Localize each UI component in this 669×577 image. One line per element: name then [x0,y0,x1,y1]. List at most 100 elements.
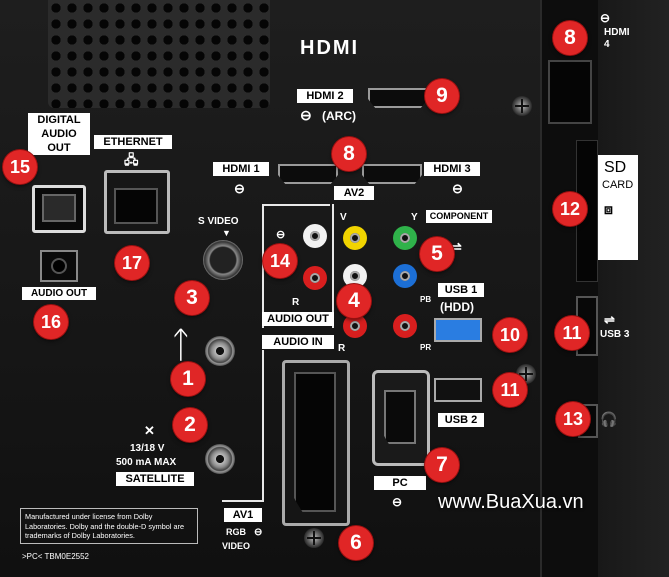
badge-8-center: 8 [332,137,366,171]
model-number: >PC< TBM0E2552 [22,552,90,561]
usb-2-label: USB 2 [438,413,484,427]
usb-2-port[interactable] [434,378,482,402]
badge-16: 16 [34,305,68,339]
hdmi-2-port[interactable] [368,88,428,108]
badge-8-right: 8 [553,21,587,55]
audio-out-l-icon: ⊖ [276,229,286,241]
pc-input-icon: ⊖ [392,495,403,509]
hdmi-logo: HDMI [300,37,360,59]
hdmi-4-input-icon: ⊖ [600,11,611,25]
digital-audio-out-label: DIGITAL AUDIO OUT [28,113,90,155]
headphone-icon: 🎧 [600,411,618,427]
av1-input-icon: ⊖ [254,527,263,538]
network-icon: 🖧 [124,152,139,167]
av1-label: AV1 [224,508,262,522]
badge-17: 17 [115,246,149,280]
badge-6: 6 [339,526,373,560]
hdmi-2-label: HDMI 2 [297,89,353,103]
badge-14: 14 [263,244,297,278]
badge-11-right: 11 [555,316,589,350]
satellite-dish-icon: ✕ [144,423,155,438]
sd-card-panel [598,155,638,260]
usb-1-label: USB 1 [438,283,484,297]
usb-1-icon: ⇌ [450,239,462,255]
antenna-input-port[interactable] [205,336,235,366]
arc-label: (ARC) [322,109,356,123]
hdmi-2-input-icon: ⊖ [300,107,312,123]
component-y-jack[interactable] [393,226,417,250]
av2-frame-top [262,204,330,206]
ventilation-grille [48,0,270,108]
hdmi-4-label: HDMI [604,27,630,38]
rgb-label: RGB [226,527,246,537]
badge-15: 15 [3,150,37,184]
svideo-label: S VIDEO [198,216,239,227]
hdd-label: (HDD) [440,300,474,314]
optical-port-inner [42,194,76,222]
pr-letter: PR [420,343,432,352]
satellite-input-port[interactable] [205,444,235,474]
hdmi-3-label: HDMI 3 [424,162,480,176]
badge-1: 1 [171,362,205,396]
svideo-arrow-icon: ▼ [222,228,231,238]
lnb-voltage: 13/18 V [130,443,165,454]
hdmi-3-input-icon: ⊖ [452,181,463,196]
dolby-notice: Manufactured under license from Dolby La… [20,508,198,544]
component-pr-jack[interactable] [393,314,417,338]
hdmi-1-input-icon: ⊖ [234,181,245,196]
screw-top [512,96,532,116]
audio-in-r-jack[interactable] [343,314,367,338]
audio-out-label: AUDIO OUT [22,287,96,300]
sd-insert-icon: ⧈ [604,201,613,217]
antenna-icon: ᛏ [170,324,192,365]
av2-frame-right [332,204,334,328]
hdmi-1-port[interactable] [278,164,338,184]
badge-13: 13 [556,402,590,436]
av1-frame-bottom [222,500,264,502]
badge-10: 10 [493,318,527,352]
component-pb-jack[interactable] [393,264,417,288]
dolby-text: Manufactured under license from Dolby La… [25,512,184,540]
digital-label-line3: OUT [47,142,71,154]
video-label: VIDEO [222,541,251,551]
badge-5: 5 [420,237,454,271]
satellite-label: SATELLITE [116,472,194,486]
svideo-port[interactable] [203,240,243,280]
audio-out-r-jack[interactable] [303,266,327,290]
sd-label: SD [604,159,627,176]
usb-1-port[interactable] [434,318,482,342]
v-letter: V [340,212,347,223]
pb-letter: PB [420,295,432,304]
audio-in-r-letter: R [338,343,346,354]
badge-9: 9 [425,79,459,113]
badge-2: 2 [173,408,207,442]
y-letter: Y [411,212,418,223]
vga-socket [384,390,416,444]
hdmi-3-port[interactable] [362,164,422,184]
screw-bottom [304,528,324,548]
usb-3-icon: ⇌ [604,312,615,327]
component-label: COMPONENT [426,210,492,223]
digital-label-line1: DIGITAL [37,114,81,126]
watermark: www.BuaXua.vn [438,491,584,513]
scart-socket [294,372,336,512]
hdmi-4-port[interactable] [548,60,592,124]
ethernet-label: ETHERNET [94,135,172,149]
pc-label: PC [374,476,426,490]
hdmi-1-label: HDMI 1 [213,162,269,176]
badge-4: 4 [337,284,371,318]
av2-audio-out-label: AUDIO OUT [262,312,334,326]
hdmi-4-number: 4 [604,39,610,50]
audio-out-jack-hole [51,258,67,274]
digital-label-line2: AUDIO [41,128,77,140]
audio-out-r-letter: R [292,297,300,308]
av2-label: AV2 [334,186,374,200]
video-in-jack[interactable] [343,226,367,250]
card-label: CARD [602,179,634,191]
usb-3-label: USB 3 [600,329,630,340]
audio-out-l-jack[interactable] [303,224,327,248]
badge-7: 7 [425,448,459,482]
ethernet-socket [114,188,158,224]
badge-3: 3 [175,281,209,315]
